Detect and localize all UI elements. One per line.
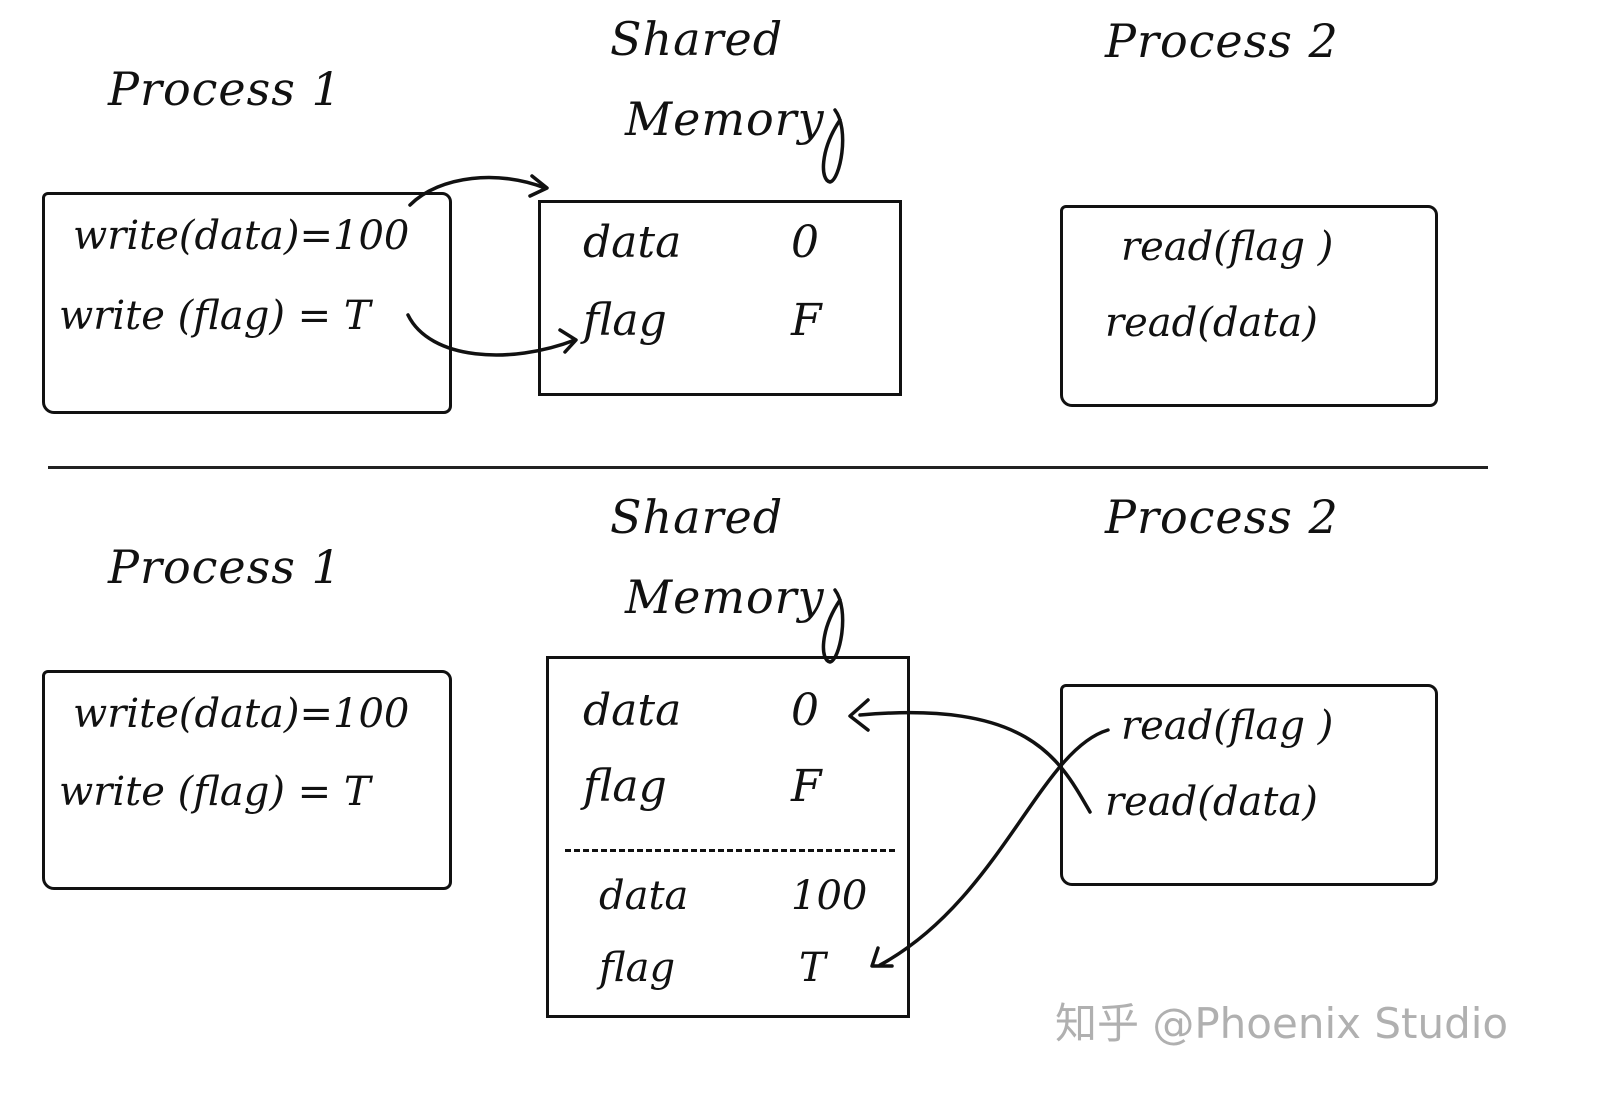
memory-value-data: 0 xyxy=(791,217,819,268)
process1-title: Process 1 xyxy=(108,62,342,116)
memory-var-flag-old: flag xyxy=(583,761,667,812)
memory-value-flag-new: T xyxy=(799,945,826,991)
process2-op-read-flag: read(flag ) xyxy=(1121,703,1334,749)
memory-var-data-old: data xyxy=(583,685,682,736)
memory-var-data-new: data xyxy=(599,873,689,919)
process2-box: read(flag ) read(data) xyxy=(1060,684,1438,886)
process1-op-write-flag: write (flag) = T xyxy=(59,293,371,339)
process2-op-read-flag: read(flag ) xyxy=(1121,224,1334,270)
process2-op-read-data: read(data) xyxy=(1105,300,1318,346)
watermark: 知乎 @Phoenix Studio xyxy=(1055,999,1509,1048)
process1-op-write-data: write(data)=100 xyxy=(73,213,410,259)
arrow-read-data-to-old-data xyxy=(858,710,1092,814)
arrow-read-flag-to-new-flag xyxy=(878,728,1110,967)
shared-memory-title-line2: Memory xyxy=(625,570,825,624)
shared-memory-box: data 0 flag F xyxy=(538,200,902,396)
shared-memory-title-line2: Memory xyxy=(625,92,825,146)
panel-divider xyxy=(48,466,1488,469)
memory-value-data-new: 100 xyxy=(791,873,868,919)
process1-op-write-flag: write (flag) = T xyxy=(59,769,371,815)
process1-title: Process 1 xyxy=(108,540,342,594)
memory-var-flag-new: flag xyxy=(599,945,676,991)
process2-op-read-data: read(data) xyxy=(1105,779,1318,825)
process1-box: write(data)=100 write (flag) = T xyxy=(42,670,452,890)
process2-title: Process 2 xyxy=(1105,490,1339,544)
memory-var-data: data xyxy=(583,217,682,268)
process2-box: read(flag ) read(data) xyxy=(1060,205,1438,407)
memory-value-flag-old: F xyxy=(791,761,822,812)
shared-memory-title-line1: Shared xyxy=(610,12,784,66)
process1-op-write-data: write(data)=100 xyxy=(73,691,410,737)
arrow-write-data-to-memory xyxy=(408,175,547,207)
memory-snapshot-separator xyxy=(565,849,895,852)
memory-value-data-old: 0 xyxy=(791,685,819,736)
memory-var-flag: flag xyxy=(583,295,667,346)
process2-title: Process 2 xyxy=(1105,14,1339,68)
arrow-write-flag-to-memory xyxy=(406,313,577,357)
shared-memory-title-line1: Shared xyxy=(610,490,784,544)
process1-box: write(data)=100 write (flag) = T xyxy=(42,192,452,414)
memory-value-flag: F xyxy=(791,295,822,346)
shared-memory-box: data 0 flag F data 100 flag T xyxy=(546,656,910,1018)
